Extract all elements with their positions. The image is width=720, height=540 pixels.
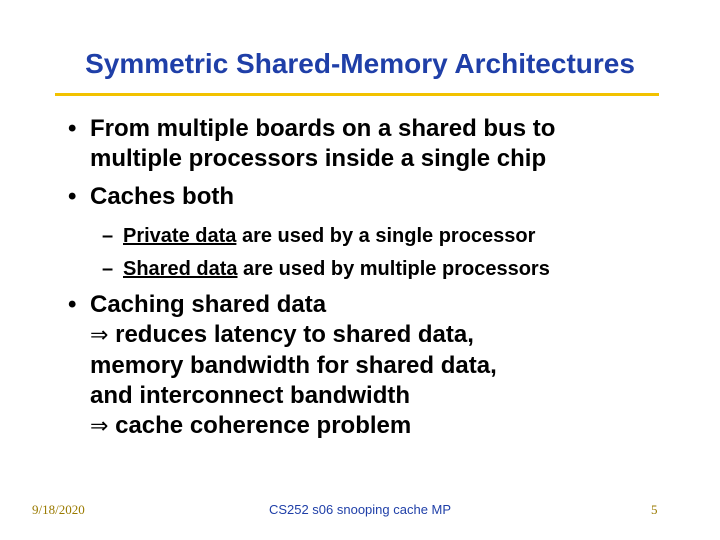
- term-private-data: Private data: [123, 225, 237, 247]
- bullet-1-line-2: multiple processors inside a single chip: [90, 145, 547, 172]
- bullet-3-text: Caching shared data ⇒ reduces latency to…: [90, 290, 497, 442]
- implies-arrow-icon: ⇒: [90, 414, 109, 439]
- implies-arrow-icon: ⇒: [90, 323, 109, 348]
- sub-bullet-1-rest: are used by a single processor: [236, 225, 536, 247]
- sub-bullet-2-rest: are used by multiple processors: [237, 258, 550, 280]
- bullet-3-line-1: Caching shared data: [90, 291, 327, 318]
- bullet-1-line-1: From multiple boards on a shared bus to: [90, 115, 556, 142]
- bullet-2-line-1: Caches both: [90, 183, 235, 210]
- bullet-2-text: Caches both: [90, 182, 234, 212]
- sub-bullet-1-text: Private data are used by a single proces…: [123, 222, 535, 250]
- bullet-3-cont-1: ⇒ reduces latency to shared data,: [90, 321, 474, 348]
- sub-bullet-2-text: Shared data are used by multiple process…: [123, 255, 550, 283]
- bullet-marker: •: [68, 291, 77, 318]
- bullet-3-cont-3: and interconnect bandwidth: [90, 382, 411, 409]
- sub-bullet-marker: –: [102, 225, 114, 247]
- bullet-3-cont-4: ⇒ cache coherence problem: [90, 412, 412, 439]
- slide-title: Symmetric Shared-Memory Architectures: [85, 48, 635, 79]
- bullet-marker: •: [68, 183, 77, 210]
- footer-page-number: 5: [651, 502, 658, 517]
- bullet-marker: •: [68, 115, 77, 142]
- bullet-3-cont-2: memory bandwidth for shared data,: [90, 352, 497, 379]
- term-shared-data: Shared data: [123, 258, 238, 280]
- title-underline: [55, 93, 659, 96]
- footer-date: 9/18/2020: [32, 502, 85, 517]
- footer-course: CS252 s06 snooping cache MP: [268, 502, 452, 517]
- sub-bullet-marker: –: [102, 258, 114, 280]
- bullet-1-text: From multiple boards on a shared bus to …: [90, 114, 555, 174]
